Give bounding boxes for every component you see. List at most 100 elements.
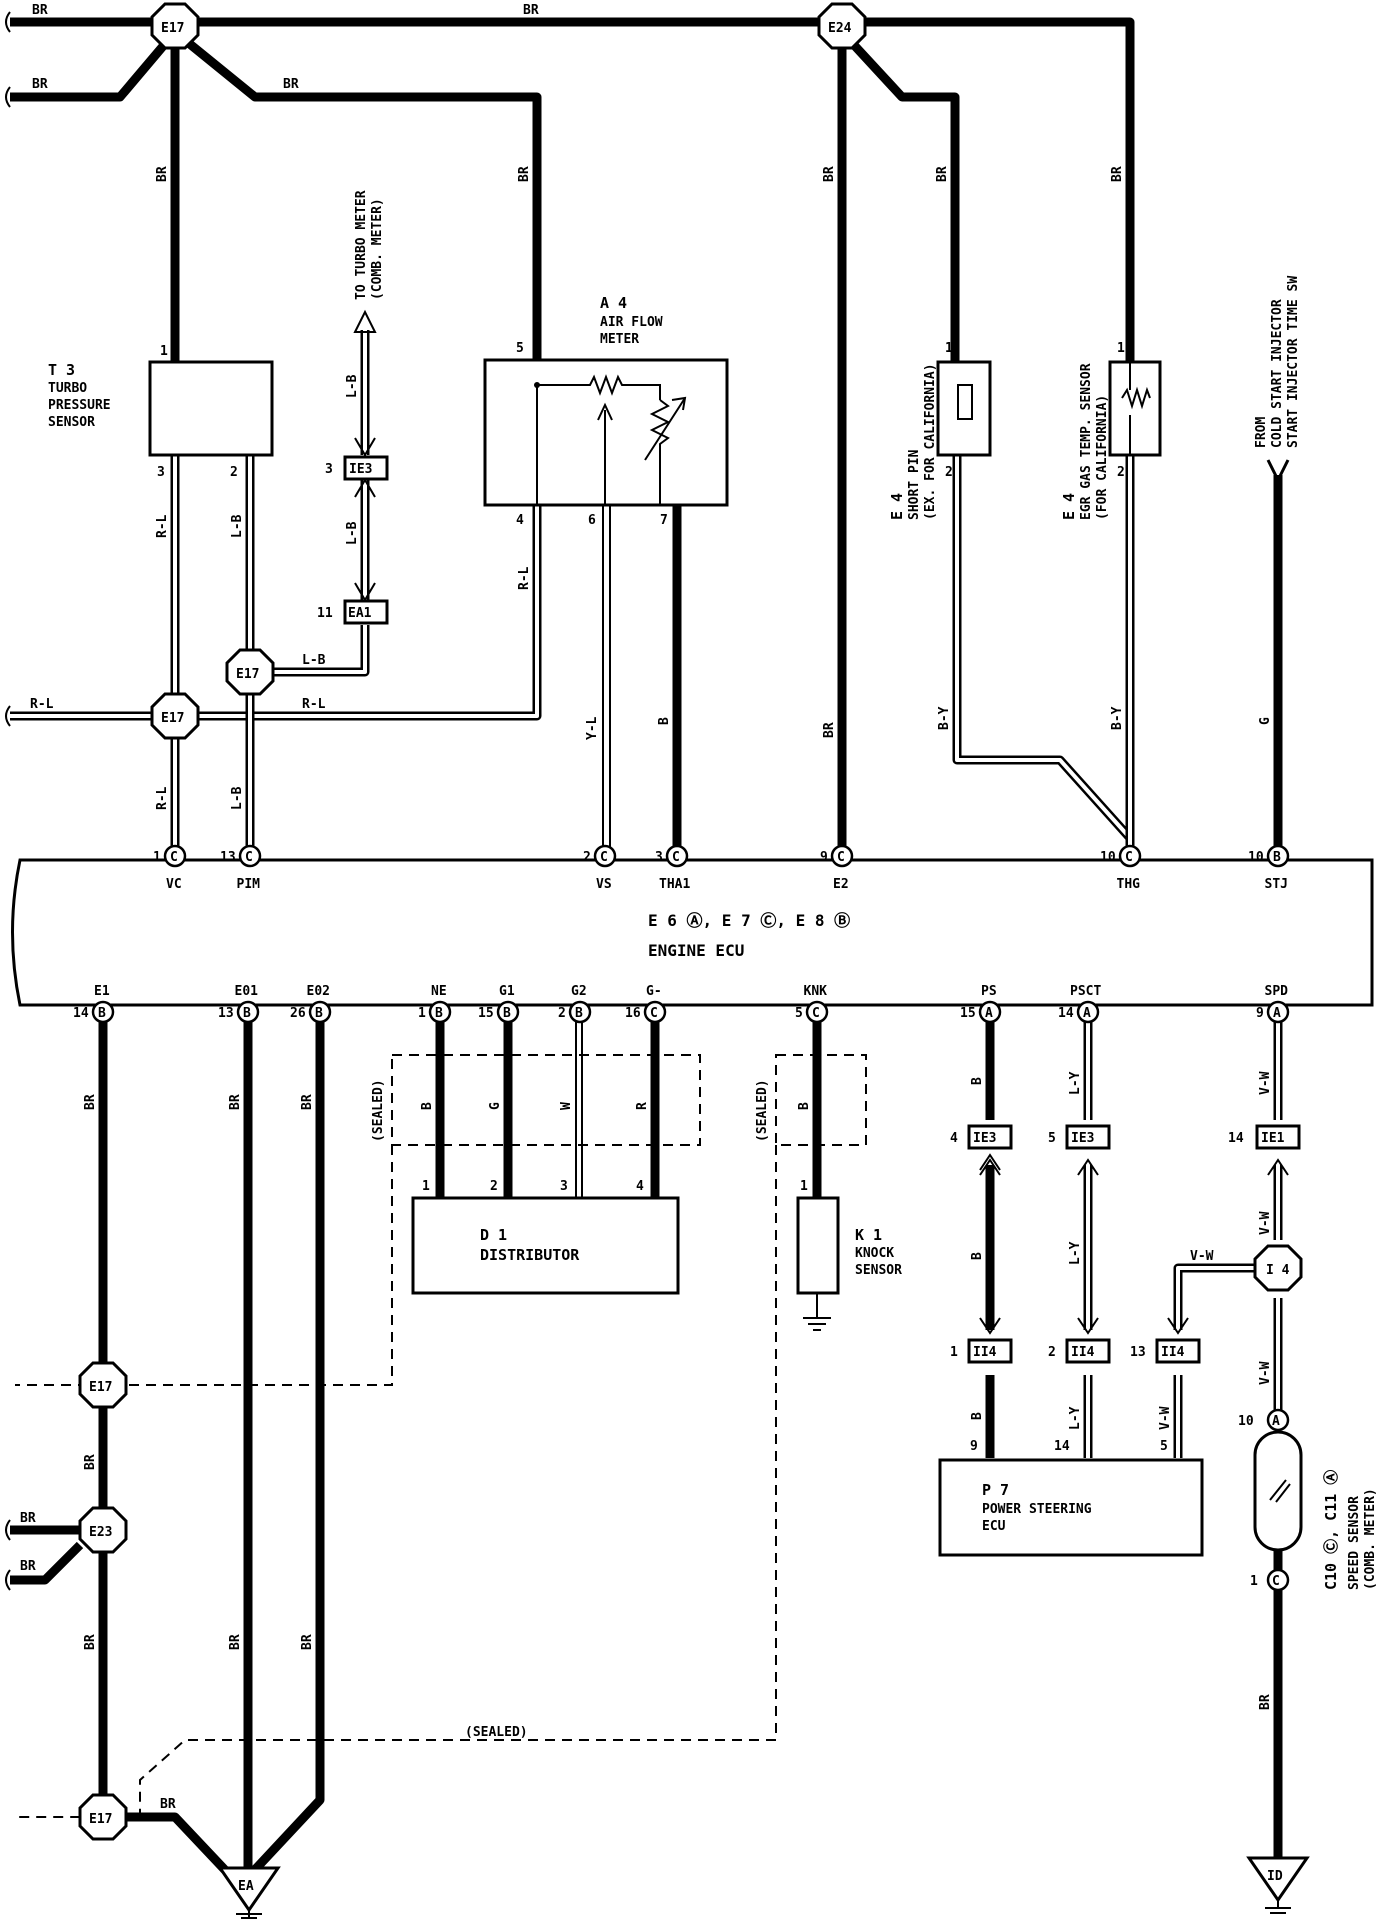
ii4-ps-pin: 1	[950, 1345, 958, 1360]
ecu-pin-num-bottom-3: 1	[418, 1006, 426, 1021]
egr-name-l2: (FOR CALIFORNIA)	[1095, 395, 1110, 520]
cold-start-note: FROM COLD START INJECTOR START INJECTOR …	[1254, 276, 1301, 448]
ii4-ps-label: II4	[973, 1345, 997, 1360]
ecu-pin-name-top-3: THA1	[659, 877, 690, 892]
splice-e17-mid: E17	[78, 1361, 128, 1409]
turbo-pin-2: 2	[230, 465, 238, 480]
wire-label: B	[657, 717, 672, 725]
ecu-pin-name-bottom-8: PS	[981, 984, 997, 999]
ecu-pin-num-top-0: 1	[153, 850, 161, 865]
afm-pin-4: 4	[516, 513, 524, 528]
ecu-pin-top-0	[163, 844, 187, 868]
ecu-pin-bottom-8	[978, 1000, 1002, 1024]
wire-label: V-W	[1190, 1249, 1214, 1264]
short-pin-name-l1: SHORT PIN	[907, 449, 922, 520]
ecu-pin-num-top-2: 2	[583, 850, 591, 865]
ecu-pin-conn-top-3: C	[672, 850, 680, 865]
speed-ref: C10 Ⓒ, C11 Ⓐ	[1322, 1470, 1340, 1590]
ecu-pin-conn-bottom-1: B	[243, 1006, 251, 1021]
ecu-pin-num-bottom-6: 16	[625, 1006, 641, 1021]
connector-ie3-psct: IE3 5	[1048, 1124, 1111, 1150]
ecu-pin-num-bottom-2: 26	[290, 1006, 306, 1021]
ecu-pin-name-bottom-7: KNK	[804, 984, 828, 999]
turbo-meter-note: TO TURBO METER (COMB. METER)	[354, 190, 385, 300]
distributor: D 1 DISTRIBUTOR 1 2 3 4	[411, 1179, 680, 1295]
wire-label: L-B	[230, 786, 245, 810]
egr-pin-2: 2	[1117, 465, 1125, 480]
ecu-pin-name-top-6: STJ	[1265, 877, 1288, 892]
knock-ref: K 1	[855, 1226, 882, 1244]
wire-label: R	[635, 1102, 650, 1110]
ecu-pin-bottom-7	[805, 1000, 829, 1024]
ecu-pin-conn-bottom-10: A	[1273, 1006, 1281, 1021]
ecu-pin-top-1	[238, 844, 262, 868]
wire-label: L-B	[302, 653, 326, 668]
wire-label: L-B	[345, 374, 360, 398]
ecu-pin-conn-top-6: B	[1273, 850, 1281, 865]
ps-ecu-pin-5: 5	[1160, 1439, 1168, 1454]
turbo-meter-note-l2: (COMB. METER)	[370, 198, 385, 300]
ii4-psct-label: II4	[1071, 1345, 1095, 1360]
ii4-spd-pin: 13	[1130, 1345, 1146, 1360]
ie3-label: IE3	[349, 462, 372, 477]
ecu-pin-conn-bottom-9: A	[1083, 1006, 1091, 1021]
wire-label: BR	[822, 722, 837, 738]
wire-label: BR	[20, 1559, 36, 1574]
ea1-pin: 11	[317, 606, 333, 621]
wire-label: V-W	[1258, 1211, 1273, 1235]
ecu-pin-bottom-4	[496, 1000, 520, 1024]
wire-label: BR	[1258, 1694, 1273, 1710]
ecu-pin-name-bottom-1: E01	[235, 984, 259, 999]
knock-name-l2: SENSOR	[855, 1263, 902, 1278]
wire-label: V-W	[1258, 1361, 1273, 1385]
wire-label: BR	[160, 1797, 176, 1812]
splice-e17-rl: E17	[150, 692, 200, 740]
speed-pin10-conn: A	[1272, 1414, 1280, 1429]
wire-label: R-L	[302, 697, 326, 712]
ecu-pin-top-2	[593, 844, 617, 868]
connector-ii4-psct: II4 2	[1048, 1338, 1111, 1364]
wire-label: B	[970, 1077, 985, 1085]
splice-e23-label: E23	[89, 1525, 112, 1540]
wire-label: BR	[300, 1094, 315, 1110]
ecu-pin-top-5	[1118, 844, 1142, 868]
afm-pin-7: 7	[660, 513, 668, 528]
afm-name-l2: METER	[600, 332, 639, 347]
cold-start-l3: START INJECTOR TIME SW	[1286, 276, 1301, 448]
wire-label: R-L	[517, 566, 532, 590]
wire-label: BR	[83, 1094, 98, 1110]
distributor-pin-2: 2	[490, 1179, 498, 1194]
afm-name-l1: AIR FLOW	[600, 315, 663, 330]
ecu-pin-name-top-2: VS	[596, 877, 612, 892]
ecu-pin-num-top-3: 3	[655, 850, 663, 865]
ecu-pin-num-top-6: 10	[1248, 850, 1264, 865]
wire-label: V-W	[1158, 1406, 1173, 1430]
knock-sensor: 1 K 1 KNOCK SENSOR	[796, 1179, 902, 1331]
wire-label: B	[420, 1102, 435, 1110]
egr-ref: E 4	[1060, 493, 1078, 520]
ie3-ps-label: IE3	[973, 1131, 996, 1146]
wire-label: G	[488, 1102, 503, 1110]
ecu-pin-num-top-1: 13	[220, 850, 236, 865]
turbo-pressure-sensor: 1 3 2 T 3 TURBO PRESSURE SENSOR	[48, 344, 274, 480]
ie1-pin: 14	[1228, 1131, 1244, 1146]
ecu-pin-name-bottom-0: E1	[94, 984, 110, 999]
ground-id: ID	[1246, 1856, 1310, 1914]
distributor-pin-4: 4	[636, 1179, 644, 1194]
sealed-label-distributor: (SEALED)	[371, 1079, 386, 1142]
distributor-pin-1: 1	[422, 1179, 430, 1194]
ecu-pin-name-bottom-9: PSCT	[1070, 984, 1101, 999]
ie3-psct-label: IE3	[1071, 1131, 1094, 1146]
wire-label: BR	[1110, 166, 1125, 182]
afm-pin-5: 5	[516, 341, 524, 356]
br-ground-bus	[5, 11, 1135, 860]
ecu-pin-num-bottom-8: 15	[960, 1006, 976, 1021]
wire-color-labels: BR BR BR BR BR BR BR BR BR BR R-L R-L R-…	[20, 3, 1273, 1812]
wire-label: BR	[517, 166, 532, 182]
wire-label: R-L	[155, 786, 170, 810]
connector-ie3-turbo: IE3 3	[325, 455, 389, 481]
ecu-pin-name-top-1: PIM	[237, 877, 261, 892]
wire-label: R-L	[30, 697, 54, 712]
wire-label: BR	[228, 1094, 243, 1110]
